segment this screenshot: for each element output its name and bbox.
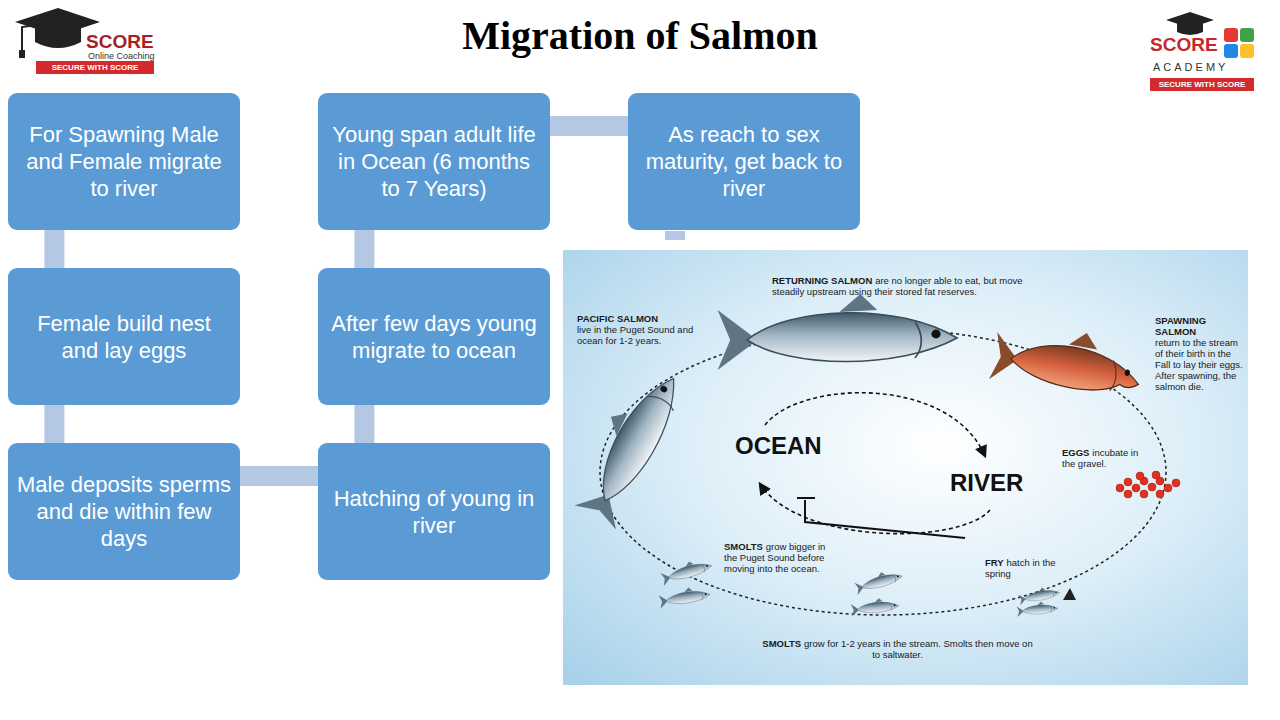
returning-salmon bbox=[718, 294, 957, 370]
process-box: As reach to sex maturity, get back to ri… bbox=[628, 93, 860, 230]
box-text: Hatching of young in river bbox=[326, 485, 542, 539]
logo-square bbox=[1240, 44, 1254, 58]
caption-heading: FRY bbox=[985, 557, 1004, 568]
logo-tassel bbox=[22, 22, 58, 52]
caption-heading: PACIFIC SALMON bbox=[577, 313, 699, 324]
stage-caption: SPAWNING SALMONreturn to the stream of t… bbox=[1155, 315, 1243, 392]
box-text: As reach to sex maturity, get back to ri… bbox=[636, 121, 852, 202]
process-box: After few days young migrate to ocean bbox=[318, 268, 550, 405]
salmon-egg bbox=[1148, 483, 1156, 491]
caption-heading: EGGS bbox=[1062, 447, 1089, 458]
process-box: Young span adult life in Ocean (6 months… bbox=[318, 93, 550, 230]
pen-annotation bbox=[797, 498, 965, 538]
cycle-arrowhead bbox=[1063, 588, 1076, 600]
caption-text: OCEAN bbox=[735, 432, 822, 459]
stage-caption: FRYhatch in the spring bbox=[985, 557, 1063, 579]
water-background bbox=[563, 250, 1248, 685]
logo-square bbox=[1240, 28, 1254, 42]
caption-text: return to the stream of their birth in t… bbox=[1155, 337, 1243, 392]
salmon-egg bbox=[1116, 484, 1124, 492]
process-box: Male deposits sperms and die within few … bbox=[8, 443, 240, 580]
caption-text: SCORE bbox=[1150, 34, 1218, 55]
caption-text: RIVER bbox=[950, 469, 1023, 496]
logo-cap bbox=[1177, 23, 1203, 35]
caption-text: SCORE bbox=[86, 31, 154, 52]
logo-banner: SECURE WITH SCORE bbox=[36, 61, 154, 74]
box-text: Young span adult life in Ocean (6 months… bbox=[326, 121, 542, 202]
salmon-egg bbox=[1136, 472, 1144, 480]
fry-fish bbox=[1016, 600, 1058, 617]
logo-banner: SECURE WITH SCORE bbox=[1150, 78, 1254, 91]
logo-cap bbox=[35, 27, 81, 48]
box-text: Female build nest and lay eggs bbox=[16, 310, 232, 364]
spawning-salmon bbox=[989, 318, 1146, 405]
habitat-label: OCEAN bbox=[735, 432, 822, 460]
caption-text: ACADEMY bbox=[1153, 61, 1228, 73]
salmon-egg bbox=[1124, 478, 1132, 486]
pacific-salmon bbox=[563, 361, 695, 530]
connector-bar bbox=[44, 230, 64, 268]
logo-tassel bbox=[19, 50, 25, 58]
caption-heading: SMOLTS bbox=[762, 638, 801, 649]
smolt-fish bbox=[658, 585, 711, 609]
logo-wordmark: SCORE bbox=[86, 31, 154, 53]
process-box: For Spawning Male and Female migrate to … bbox=[8, 93, 240, 230]
caption-heading: SPAWNING SALMON bbox=[1155, 315, 1243, 337]
logo-cap bbox=[1166, 12, 1214, 28]
title: Migration of Salmon bbox=[0, 12, 1280, 60]
caption-heading: RETURNING SALMON bbox=[772, 275, 872, 286]
smolt-fish bbox=[850, 597, 899, 617]
process-box: Hatching of young in river bbox=[318, 443, 550, 580]
salmon-egg bbox=[1164, 484, 1172, 492]
stage-caption: SMOLTSgrow bigger in the Puget Sound bef… bbox=[724, 541, 832, 574]
salmon-egg bbox=[1152, 471, 1160, 479]
connector-bar bbox=[354, 405, 374, 443]
box-text: Male deposits sperms and die within few … bbox=[16, 471, 232, 552]
salmon-egg bbox=[1156, 490, 1164, 498]
salmon-egg bbox=[1140, 490, 1148, 498]
caption-text: live in the Puget Sound and ocean for 1-… bbox=[577, 324, 693, 346]
stage-caption: PACIFIC SALMONlive in the Puget Sound an… bbox=[577, 313, 699, 346]
caption-text: Online Coaching bbox=[88, 51, 155, 61]
caption-text: SECURE WITH SCORE bbox=[1159, 80, 1246, 89]
salmon-egg bbox=[1124, 490, 1132, 498]
fry-fish bbox=[1018, 585, 1061, 606]
connector-bar bbox=[240, 466, 318, 486]
logo-tagline: ACADEMY bbox=[1153, 61, 1228, 74]
logo-square bbox=[1224, 28, 1238, 42]
process-box: Female build nest and lay eggs bbox=[8, 268, 240, 405]
smolt-fish bbox=[854, 567, 904, 595]
salmon-egg bbox=[1132, 484, 1140, 492]
smolt-fish bbox=[660, 556, 714, 586]
logo-wordmark: SCORE bbox=[1150, 34, 1218, 56]
stage-caption: RETURNING SALMONare no longer able to ea… bbox=[772, 275, 1044, 297]
caption-heading: SMOLTS bbox=[724, 541, 763, 552]
stage-caption: EGGSincubate in the gravel. bbox=[1062, 447, 1142, 469]
salmon-egg bbox=[1172, 479, 1180, 487]
connector-bar bbox=[354, 230, 374, 268]
habitat-label: RIVER bbox=[950, 469, 1023, 497]
box-text: After few days young migrate to ocean bbox=[326, 310, 542, 364]
connector-bar bbox=[550, 116, 628, 136]
logo-square bbox=[1224, 44, 1238, 58]
connector-stub bbox=[665, 231, 685, 240]
connector-bar bbox=[44, 405, 64, 443]
box-text: For Spawning Male and Female migrate to … bbox=[16, 121, 232, 202]
stage-caption: SMOLTSgrow for 1-2 years in the stream. … bbox=[760, 638, 1035, 660]
caption-text: grow for 1-2 years in the stream. Smolts… bbox=[804, 638, 1033, 660]
caption-text: SECURE WITH SCORE bbox=[52, 63, 139, 72]
